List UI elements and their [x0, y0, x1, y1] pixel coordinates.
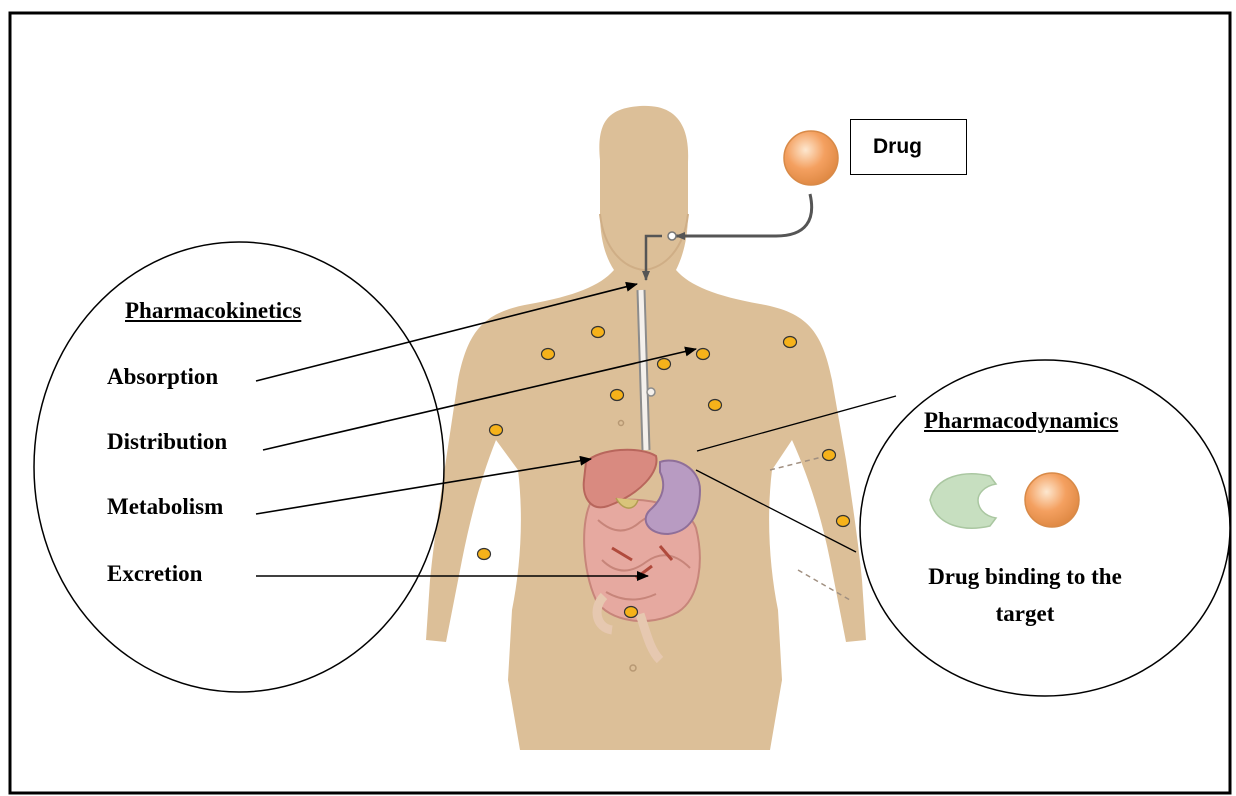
drug-dot — [611, 390, 624, 401]
distribution-label: Distribution — [107, 429, 227, 455]
metabolism-label: Metabolism — [107, 494, 223, 520]
drug-dot — [592, 327, 605, 338]
drug-dot — [658, 359, 671, 370]
drug-dot — [697, 349, 710, 360]
pharmacokinetics-heading: Pharmacokinetics — [125, 298, 301, 324]
drug-label: Drug — [873, 135, 922, 159]
drug-ligand — [1025, 473, 1079, 527]
drug-dot — [837, 516, 850, 527]
drug-dot — [709, 400, 722, 411]
drug-dot — [823, 450, 836, 461]
excretion-label: Excretion — [107, 561, 202, 587]
binding-caption: Drug binding to the target — [910, 558, 1140, 632]
drug-dot — [625, 607, 638, 618]
drug-dot — [784, 337, 797, 348]
drug-dot — [490, 425, 503, 436]
absorption-label: Absorption — [107, 364, 218, 390]
drug-dot — [542, 349, 555, 360]
pharmacodynamics-heading: Pharmacodynamics — [924, 408, 1118, 434]
drug-dot — [478, 549, 491, 560]
drug-label-box: Drug — [850, 119, 967, 175]
drug-molecule — [784, 131, 838, 185]
